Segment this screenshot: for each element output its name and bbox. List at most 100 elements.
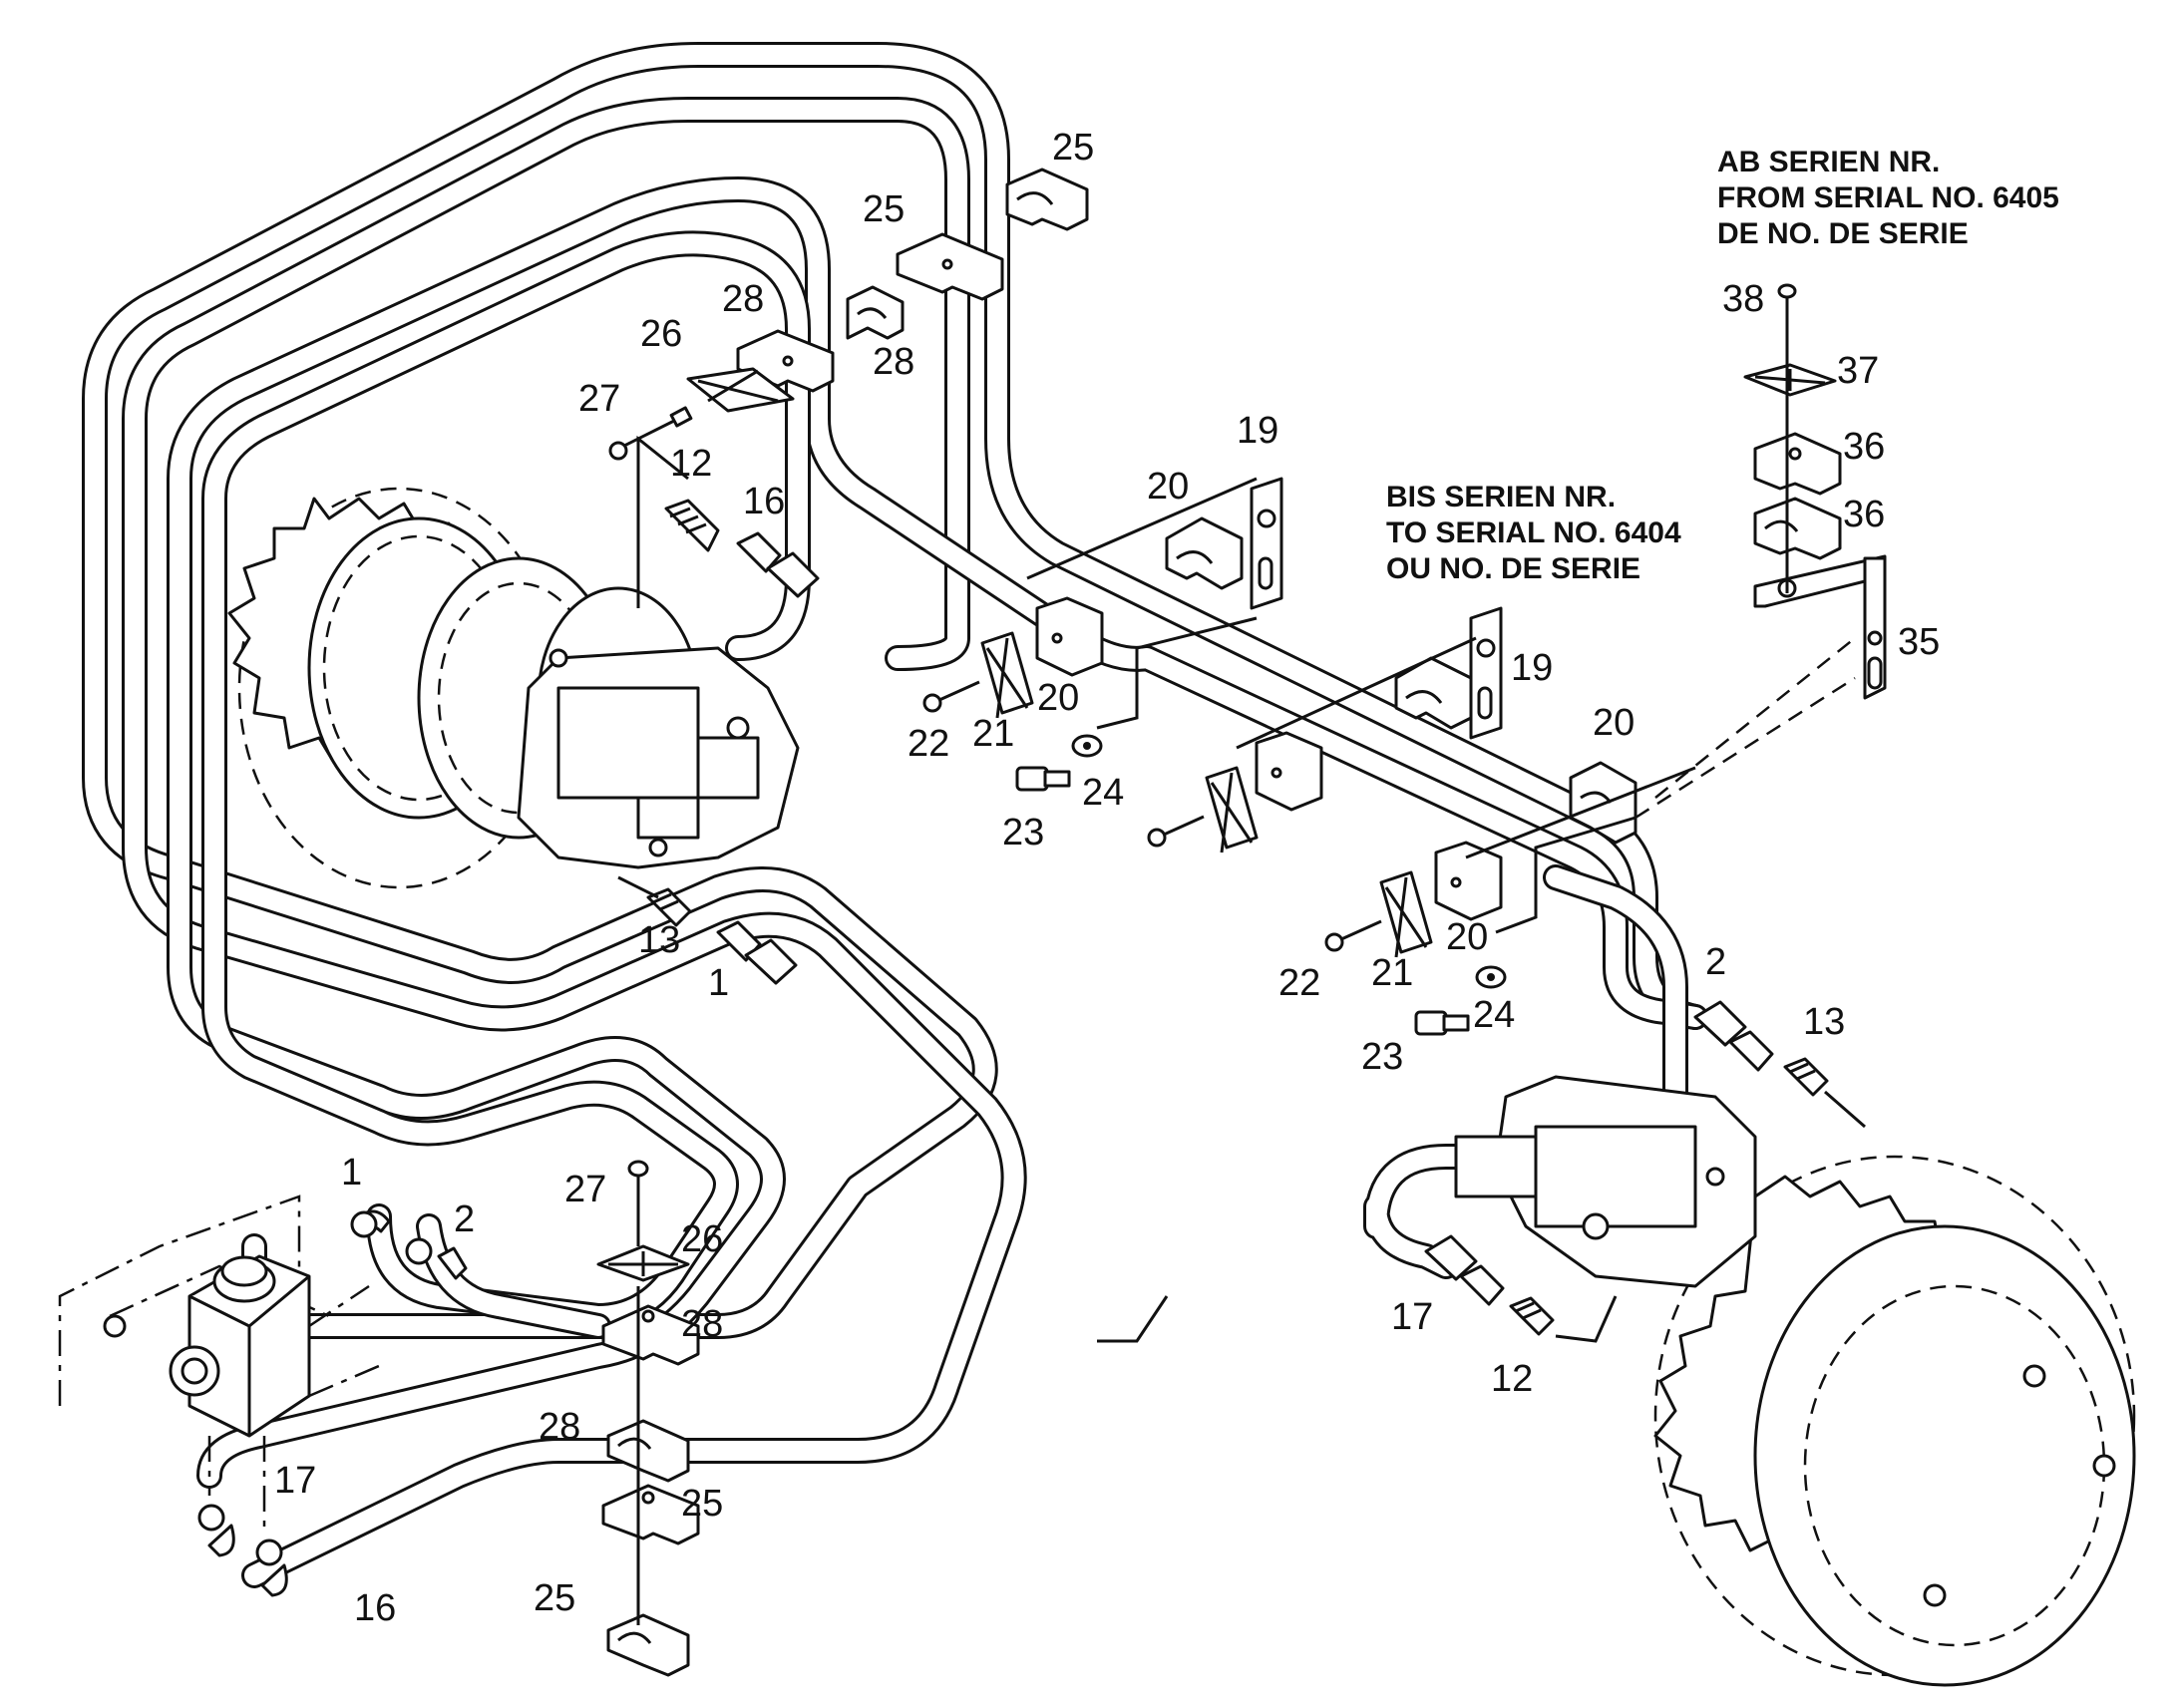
bolt-38 (1777, 283, 1797, 364)
callout-26: 26 (640, 313, 682, 355)
callout-17: 17 (1391, 1296, 1433, 1338)
hose-end-17-right (1424, 1234, 1505, 1306)
clamp-20-d (1255, 731, 1323, 812)
washer-24-c (1475, 965, 1507, 989)
clamp-20-c (1394, 656, 1473, 730)
callout-21: 21 (972, 713, 1014, 755)
hose-end-1-top (716, 920, 798, 985)
callout-38: 38 (1722, 278, 1764, 320)
callout-12: 12 (1491, 1358, 1533, 1400)
plate-21-a (980, 631, 1034, 719)
clamp-19-b (1469, 606, 1503, 740)
callout-13: 13 (1803, 1001, 1845, 1043)
plate-37 (1743, 363, 1837, 397)
callout-25: 25 (681, 1483, 723, 1525)
callout-23: 23 (1002, 812, 1044, 854)
plate-26-lower (596, 1244, 690, 1282)
note-to-line-1: BIS SERIEN NR. (1386, 481, 1616, 513)
clamp-25-top-b (896, 232, 1004, 301)
callout-27: 27 (578, 378, 620, 420)
bracket-35 (1753, 554, 1887, 700)
callout-19: 19 (1237, 410, 1278, 452)
clamp-20-a (1165, 516, 1244, 590)
washer-24-a (1071, 734, 1103, 758)
fitting-12-right (1509, 1296, 1555, 1336)
callout-24: 24 (1473, 994, 1515, 1036)
callout-17: 17 (274, 1460, 316, 1502)
bolt-27-top (608, 406, 693, 461)
callout-28: 28 (681, 1303, 723, 1345)
callout-1: 1 (341, 1152, 362, 1194)
callout-36: 36 (1843, 494, 1885, 535)
clamp-25-lower-a (601, 1484, 700, 1545)
callout-16: 16 (354, 1587, 396, 1629)
bracket-dashed (58, 1195, 301, 1406)
callout-16: 16 (743, 481, 785, 522)
callout-23: 23 (1361, 1036, 1403, 1078)
plate-21-c (1379, 870, 1433, 958)
plate-21-b (1205, 766, 1259, 854)
callout-22: 22 (1278, 962, 1320, 1004)
clamp-36-b (1753, 497, 1842, 560)
clamp-20-f (1434, 841, 1503, 921)
clamps (596, 168, 1887, 1677)
leader-lines (617, 364, 1866, 1343)
fitting-13-top (646, 887, 692, 927)
hose-end-16-top (736, 531, 820, 598)
elbow-1-lower (350, 1209, 391, 1238)
travel-motor-bottom (1454, 1075, 2136, 1687)
hose-end-2-right (1693, 1000, 1774, 1072)
fitting-12-top (664, 499, 720, 552)
elbow-2-lower (405, 1237, 468, 1280)
callout-27: 27 (564, 1169, 606, 1210)
note-from-line-2: FROM SERIAL NO. 6405 (1717, 181, 2059, 214)
clamp-25-lower-b (606, 1613, 690, 1677)
callouts: 25 25 28 28 26 27 12 16 19 20 20 21 22 2… (274, 127, 1940, 1629)
callout-20: 20 (1147, 466, 1189, 508)
bolt-23-c (1414, 1010, 1470, 1036)
clamp-28-top-a (846, 285, 905, 340)
elbow-17-lower (197, 1504, 235, 1557)
callout-26: 26 (681, 1218, 723, 1260)
callout-20: 20 (1593, 702, 1635, 744)
callout-13: 13 (638, 919, 680, 961)
note-from-line-3: DE NO. DE SERIE (1717, 217, 1969, 250)
callout-24: 24 (1082, 772, 1124, 814)
note-from-line-1: AB SERIEN NR. (1717, 146, 1940, 178)
callout-21: 21 (1371, 952, 1413, 994)
travel-motor-top (227, 487, 800, 889)
clamp-28-lower-a (601, 1304, 700, 1366)
bolt-23-a (1015, 766, 1071, 792)
note-to-line-3: OU NO. DE SERIE (1386, 552, 1640, 585)
clamp-20-b (1035, 596, 1104, 677)
callout-25: 25 (863, 188, 905, 230)
callout-20: 20 (1037, 677, 1079, 719)
bolt-27-lower (627, 1160, 649, 1246)
clamp-19-a (1250, 477, 1283, 610)
callout-1: 1 (708, 962, 729, 1004)
note-from-serial: AB SERIEN NR. FROM SERIAL NO. 6405 DE NO… (1717, 146, 2059, 250)
rotary-joint (58, 1195, 380, 1536)
callout-37: 37 (1837, 350, 1879, 392)
hub-cover (1753, 1224, 2136, 1687)
callout-2: 2 (454, 1198, 475, 1240)
fitting-13-right (1783, 1057, 1829, 1097)
callout-35: 35 (1898, 621, 1940, 663)
plate-26-top (686, 367, 795, 413)
note-to-line-2: TO SERIAL NO. 6404 (1386, 516, 1681, 549)
bolt-22-b (1147, 815, 1205, 848)
callout-2: 2 (1705, 941, 1726, 983)
callout-28: 28 (722, 278, 764, 320)
callout-19: 19 (1511, 647, 1553, 689)
bolt-22-a (922, 680, 980, 713)
fittings (197, 499, 1829, 1597)
callout-20: 20 (1446, 916, 1488, 958)
bolt-22-c (1324, 919, 1382, 952)
pipe-bundle (82, 42, 1708, 1588)
callout-25: 25 (1052, 127, 1094, 169)
clamp-28-lower-b (606, 1419, 690, 1483)
clamp-36-a (1753, 432, 1842, 496)
callout-12: 12 (670, 443, 712, 485)
callout-28: 28 (873, 341, 914, 383)
